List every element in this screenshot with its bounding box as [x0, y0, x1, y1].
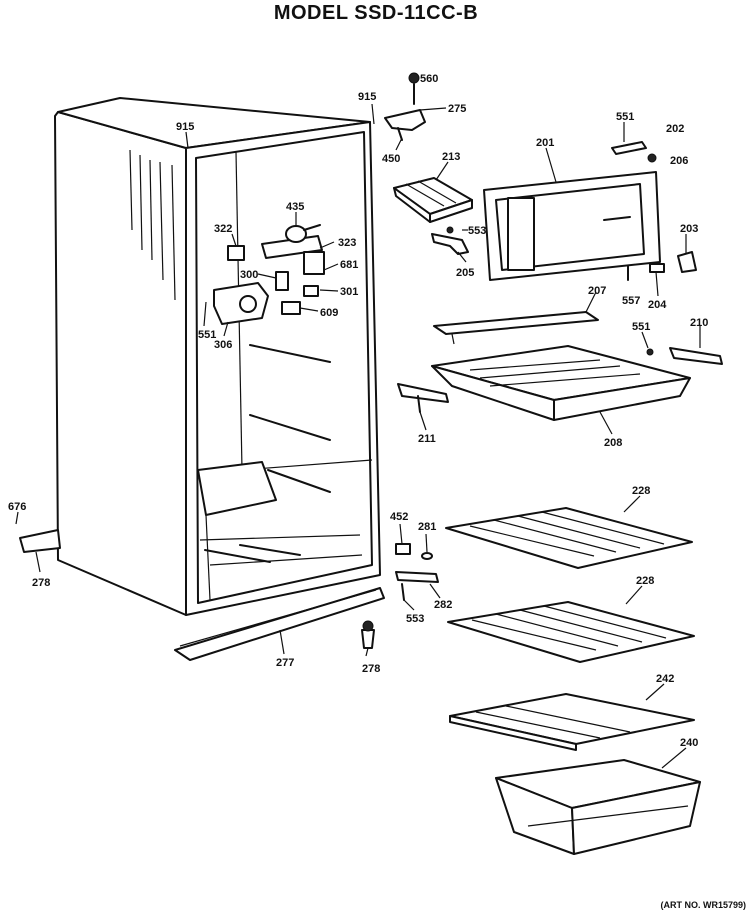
- callout-213: 213: [442, 151, 460, 163]
- shelf-support-parts: [395, 543, 439, 601]
- callout-203: 203: [680, 223, 698, 235]
- model-title: MODEL SSD-11CC-B: [273, 2, 479, 24]
- crisper-cover-242: [449, 693, 695, 751]
- callout-228-upper: 228: [632, 485, 650, 497]
- art-number: (ART NO. WR15799): [660, 900, 746, 910]
- control-assembly: [213, 224, 325, 325]
- callout-452: 452: [390, 511, 408, 523]
- cabinet: [54, 97, 381, 616]
- leader-lines: [15, 103, 701, 769]
- callout-204: 204: [648, 299, 667, 311]
- callout-553-shelf: 553: [406, 613, 424, 625]
- callout-278-left: 278: [32, 577, 50, 589]
- callout-206: 206: [670, 155, 688, 167]
- callout-282: 282: [434, 599, 452, 611]
- freezer-door-201: [483, 171, 661, 281]
- callout-228-lower: 228: [636, 575, 654, 587]
- base-grille-277: [174, 587, 385, 661]
- stop-203-204: [627, 251, 697, 281]
- callout-205: 205: [456, 267, 474, 279]
- callout-278-right: 278: [362, 663, 380, 675]
- shelf-228-lower: [447, 601, 695, 663]
- tray-pan-207: [433, 311, 599, 345]
- hinge-pin-202: [611, 141, 657, 163]
- callout-240: 240: [680, 737, 698, 749]
- leveling-leg-278-left: [19, 529, 61, 553]
- callout-211: 211: [418, 433, 436, 445]
- callout-609: 609: [320, 307, 338, 319]
- pan-support-211: [397, 383, 449, 413]
- callout-207: 207: [588, 285, 606, 297]
- callout-435: 435: [286, 201, 304, 213]
- callout-275: 275: [448, 103, 466, 115]
- callout-557: 557: [622, 295, 640, 307]
- callout-300: 300: [240, 269, 258, 281]
- callout-551-top: 551: [616, 111, 634, 123]
- shelf-228-upper: [445, 507, 693, 569]
- top-hinge-275: [384, 72, 426, 141]
- pan-support-210: [646, 347, 723, 365]
- callout-551-pan: 551: [632, 321, 650, 333]
- callout-915-cabinet: 915: [176, 121, 194, 133]
- leveling-leg-278-right: [361, 620, 375, 649]
- callout-323: 323: [338, 237, 356, 249]
- callout-306: 306: [214, 339, 232, 351]
- callout-560: 560: [420, 73, 438, 85]
- callout-208: 208: [604, 437, 622, 449]
- callout-201: 201: [536, 137, 554, 149]
- callout-915-door: 915: [358, 91, 376, 103]
- meat-pan-208: [431, 345, 691, 421]
- callout-210: 210: [690, 317, 708, 329]
- freezer-hinge-205: [431, 226, 469, 255]
- callout-676: 676: [8, 501, 26, 513]
- callout-277: 277: [276, 657, 294, 669]
- callout-681: 681: [340, 259, 358, 271]
- crisper-pan-240: [495, 759, 701, 855]
- callout-labels: 915 915 560 275 450 213 201 551 202 206 …: [8, 73, 708, 749]
- callout-551-control: 551: [198, 329, 216, 341]
- callout-281: 281: [418, 521, 436, 533]
- callout-553-hinge: 553: [468, 225, 486, 237]
- callout-322: 322: [214, 223, 232, 235]
- callout-301: 301: [340, 286, 358, 298]
- callout-202: 202: [666, 123, 684, 135]
- callout-450: 450: [382, 153, 400, 165]
- ice-tray-213: [393, 177, 473, 223]
- callout-242: 242: [656, 673, 674, 685]
